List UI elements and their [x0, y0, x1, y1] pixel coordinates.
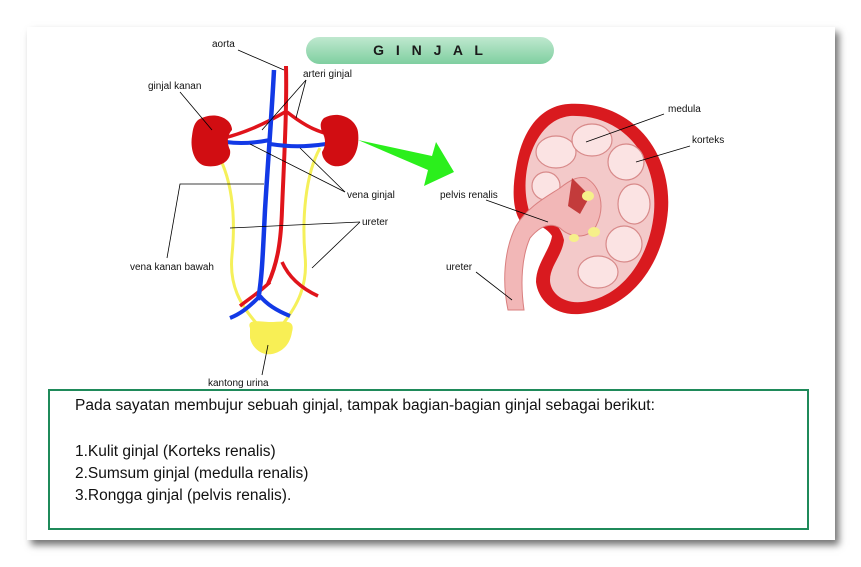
right-kidney-shape — [191, 115, 232, 167]
aorta-leader — [237, 49, 285, 71]
left-kidney-shape — [320, 114, 359, 167]
label-kantong-urina: kantong urina — [208, 378, 269, 389]
parts-list: 1.Kulit ginjal (Korteks renalis) 2.Sumsu… — [75, 441, 308, 507]
label-aorta: aorta — [212, 39, 235, 50]
urinary-system-diagram: aorta arteri ginjal ginjal kanan vena gi… — [130, 39, 395, 389]
renal-vein-left — [225, 138, 271, 146]
vena-ginjal-leader-2 — [299, 147, 346, 193]
medulla-pyramids — [531, 123, 651, 289]
pelvis-renalis-leader — [485, 199, 549, 223]
kidney-section-diagram: medula korteks pelvis renalis ureter — [440, 103, 724, 315]
label-ureter-left: ureter — [362, 217, 389, 228]
list-item: 3.Rongga ginjal (pelvis renalis). — [75, 487, 292, 504]
label-vena-ginjal: vena ginjal — [347, 190, 395, 201]
ureter-right-leader — [475, 271, 513, 301]
right-ureter — [280, 147, 322, 326]
label-arteri-ginjal: arteri ginjal — [303, 69, 352, 80]
yellow-fat-blobs — [569, 191, 600, 242]
list-item: 1.Kulit ginjal (Korteks renalis) — [75, 443, 276, 460]
description-intro: Pada sayatan membujur sebuah ginjal, tam… — [75, 397, 655, 414]
iliac-vein-right — [258, 294, 291, 318]
iliac-artery-left — [238, 280, 272, 308]
label-vena-kanan-bawah: vena kanan bawah — [130, 262, 214, 273]
medula-leader — [585, 113, 665, 143]
ureter-leader-2 — [311, 221, 361, 269]
label-ureter-right: ureter — [446, 262, 473, 273]
aorta-vessel — [266, 65, 289, 285]
label-ginjal-kanan: ginjal kanan — [148, 81, 201, 92]
ureter-leader-1 — [229, 221, 361, 229]
korteks-leader — [635, 145, 691, 163]
zoom-arrow-icon — [358, 140, 454, 186]
renal-vein-right — [269, 142, 327, 149]
label-medula: medula — [668, 104, 701, 115]
page-title: G I N J A L — [306, 37, 554, 64]
label-pelvis-renalis: pelvis renalis — [440, 190, 498, 201]
vena-ginjal-leader-1 — [249, 143, 346, 193]
vena-kanan-bawah-leader — [166, 183, 264, 259]
arteri-ginjal-leader-2 — [261, 79, 307, 131]
ginjal-kanan-leader — [179, 91, 213, 131]
vena-cava-vessel — [255, 69, 277, 301]
renal-artery-left — [223, 110, 286, 140]
kantong-urina-leader — [261, 344, 269, 376]
list-item: 2.Sumsum ginjal (medulla renalis) — [75, 465, 309, 482]
label-korteks: korteks — [692, 135, 724, 146]
description-box: Pada sayatan membujur sebuah ginjal, tam… — [48, 389, 809, 530]
arteri-ginjal-leader-1 — [295, 79, 307, 119]
pelvis-dark-core — [568, 178, 590, 214]
iliac-artery-right — [280, 261, 319, 298]
bladder-shape — [249, 321, 293, 355]
iliac-vein-left — [229, 296, 260, 320]
